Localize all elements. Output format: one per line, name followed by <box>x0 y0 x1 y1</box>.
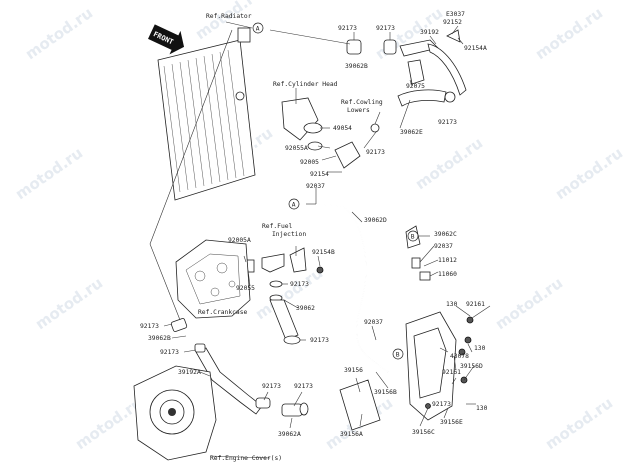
watermark: motod.ru <box>412 134 486 193</box>
watermark: motod.ru <box>532 4 606 63</box>
watermark: motod.ru <box>192 0 266 43</box>
part-number-92055a: 92055A <box>285 145 308 152</box>
part-number-92161: 92161 <box>442 369 461 376</box>
part-number-92005a: 92005A <box>228 237 251 244</box>
part-number-92152: 92152 <box>443 19 462 26</box>
part-number-39156b: 39156B <box>374 389 397 396</box>
part-number-39156c: 39156C <box>412 429 435 436</box>
part-number-92173: 92173 <box>290 281 309 288</box>
part-number-92173: 92173 <box>432 401 451 408</box>
leader-lines <box>149 21 491 459</box>
part-number-39062: 39062 <box>296 305 315 312</box>
part-number-39062b: 39062B <box>148 335 171 342</box>
part-number-11060: 11060 <box>438 271 457 278</box>
ref-marker-a-mid: A <box>288 198 300 210</box>
thermostat-housing <box>281 97 361 169</box>
watermark: motod.ru <box>552 144 625 203</box>
upper-hose-set <box>346 29 467 133</box>
ref-marker-a-top: A <box>252 22 264 34</box>
part-number-92173: 92173 <box>294 383 313 390</box>
part-number-49054: 49054 <box>333 125 352 132</box>
part-number-92173: 92173 <box>366 149 385 156</box>
ref-marker-b-left: B <box>392 348 404 360</box>
watermark: motod.ru <box>12 144 86 203</box>
ref-cowling-lowers-label: Lowers <box>347 107 370 114</box>
part-number-92037: 92037 <box>306 183 325 190</box>
part-number-92037: 92037 <box>434 243 453 250</box>
part-number-130: 130 <box>446 301 458 308</box>
part-number-92005: 92005 <box>300 159 319 166</box>
part-number-130: 130 <box>474 345 486 352</box>
watermark: motod.ru <box>542 394 616 453</box>
part-number-92173: 92173 <box>338 25 357 32</box>
ref-fuel-injection-label: Injection <box>272 231 306 238</box>
ref-cowling-label: Ref.Cowling <box>341 99 383 106</box>
part-number-39062d: 39062D <box>364 217 387 224</box>
ref-marker-a-label: A <box>256 25 260 32</box>
ref-marker-b-label: B <box>411 233 415 240</box>
part-number-39062b: 39062B <box>345 63 368 70</box>
part-labels: Ref.Radiator 92173 92173 39062B 39192 E3… <box>140 11 488 462</box>
part-number-39192a: 39192A <box>178 369 201 376</box>
part-number-92055: 92055 <box>236 285 255 292</box>
part-number-e3037: E3037 <box>446 11 465 18</box>
ref-crankcase-label: Ref.Crankcase <box>198 309 247 316</box>
part-number-43078: 43078 <box>450 353 469 360</box>
part-number-39062e: 39062E <box>400 129 423 136</box>
radiator <box>157 27 256 201</box>
ref-marker-b-label: B <box>396 351 400 358</box>
part-number-92173: 92173 <box>438 119 457 126</box>
engine-cover <box>133 365 217 461</box>
part-number-92154a: 92154A <box>464 45 487 52</box>
part-number-92037: 92037 <box>364 319 383 326</box>
ref-radiator-label: Ref.Radiator <box>206 13 252 20</box>
ref-marker-a-label: A <box>292 201 296 208</box>
ref-marker-b-top: B <box>407 230 419 242</box>
watermark: motod.ru <box>22 4 96 63</box>
part-number-39156a: 39156A <box>340 431 363 438</box>
part-number-130: 130 <box>476 405 488 412</box>
part-number-92154: 92154 <box>310 171 329 178</box>
part-number-92173: 92173 <box>160 349 179 356</box>
part-number-92154b: 92154B <box>312 249 335 256</box>
part-number-92173: 92173 <box>140 323 159 330</box>
overflow-hose <box>315 203 389 373</box>
crankcase <box>175 239 251 319</box>
part-number-39192: 39192 <box>420 29 439 36</box>
part-number-39156e: 39156E <box>440 419 463 426</box>
ref-engine-covers-label: Ref.Engine Cover(s) <box>210 455 282 462</box>
watermark-group: motod.ru motod.ru motod.ru motod.ru moto… <box>12 0 625 453</box>
ref-fuel-label: Ref.Fuel <box>262 223 293 230</box>
ref-cylinder-head-label: Ref.Cylinder Head <box>273 81 338 88</box>
part-number-39156d: 39156D <box>460 363 483 370</box>
watermark: motod.ru <box>492 274 566 333</box>
part-number-92161: 92161 <box>466 301 485 308</box>
watermark: motod.ru <box>32 274 106 333</box>
lower-hose-set <box>170 318 309 417</box>
reservoir-tank <box>339 225 474 431</box>
part-number-92173: 92173 <box>310 337 329 344</box>
part-number-11012: 11012 <box>438 257 457 264</box>
part-number-92173: 92173 <box>376 25 395 32</box>
part-number-92075: 92075 <box>406 83 425 90</box>
part-number-39062a: 39062A <box>278 431 301 438</box>
part-number-39062c: 39062C <box>434 231 457 238</box>
part-number-39156: 39156 <box>344 367 363 374</box>
front-direction-arrow: FRONT <box>148 24 185 55</box>
part-number-92173: 92173 <box>262 383 281 390</box>
